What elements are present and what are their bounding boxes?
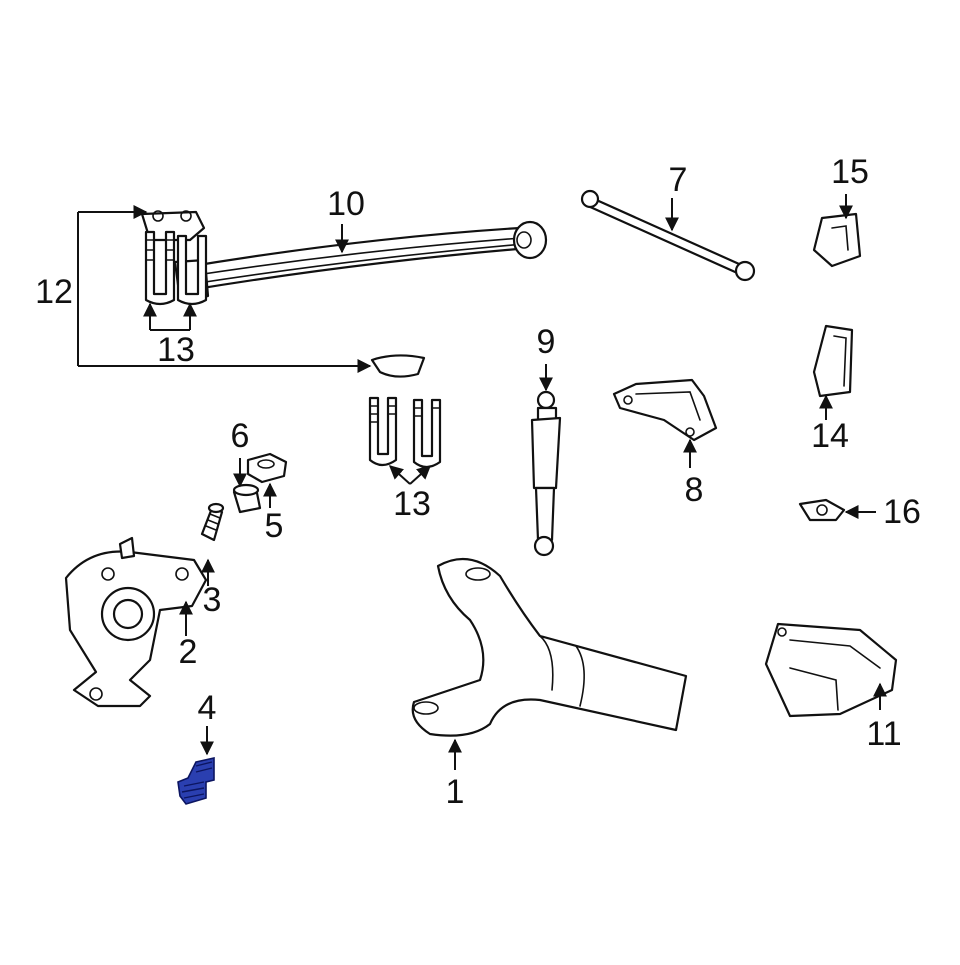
part-12-spring-seat[interactable]	[370, 354, 426, 378]
callout-11: 11	[866, 715, 902, 753]
part-13-u-bolts-lower[interactable]	[368, 396, 442, 469]
callout-13-lower: 13	[393, 485, 431, 523]
callout-13-upper: 13	[157, 331, 195, 369]
callout-5: 5	[264, 507, 284, 545]
callout-leaders	[77, 194, 887, 770]
part-16-nut[interactable]	[798, 498, 846, 522]
callout-12: 12	[35, 273, 73, 311]
part-11-bracket[interactable]	[764, 622, 898, 718]
part-2-steering-knuckle[interactable]	[64, 536, 208, 708]
part-10-leaf-spring[interactable]	[173, 220, 548, 302]
callout-14: 14	[811, 417, 849, 455]
part-7-track-bar[interactable]	[580, 189, 756, 282]
callout-4: 4	[197, 689, 217, 727]
callout-16: 16	[883, 493, 921, 531]
callout-6: 6	[230, 417, 250, 455]
part-4-ball-joint-stud[interactable]	[177, 757, 215, 805]
part-14-bracket[interactable]	[812, 324, 854, 398]
part-8-shock-bracket[interactable]	[612, 378, 718, 442]
part-6-cap[interactable]	[232, 483, 262, 514]
part-1-axle-yoke[interactable]	[411, 557, 688, 737]
callout-2: 2	[178, 633, 198, 671]
part-9-shock-absorber[interactable]	[530, 390, 562, 557]
callout-10: 10	[327, 185, 365, 223]
part-13-u-bolts-upper[interactable]	[144, 230, 208, 306]
part-15-bracket[interactable]	[812, 212, 862, 268]
callout-7: 7	[668, 161, 688, 199]
callout-1: 1	[445, 773, 465, 811]
callout-9: 9	[536, 323, 556, 361]
callout-8: 8	[684, 471, 704, 509]
part-5-nut[interactable]	[246, 452, 288, 484]
callout-3: 3	[202, 581, 222, 619]
part-3-stud[interactable]	[200, 502, 225, 542]
callout-15: 15	[831, 153, 869, 191]
